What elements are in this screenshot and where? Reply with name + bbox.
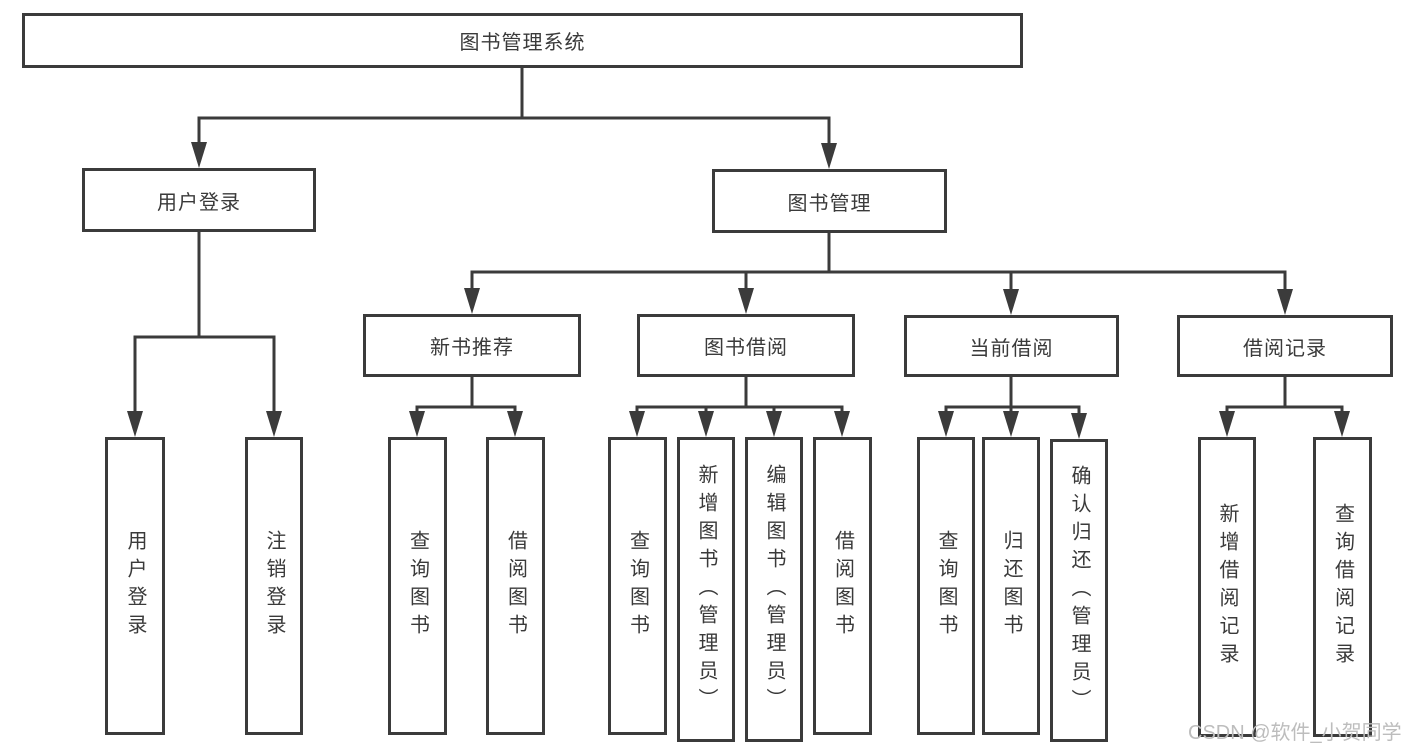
node-label: 当前借阅 xyxy=(969,337,1054,360)
leaf-logout: 注销登录 xyxy=(245,437,303,735)
edge-book-management-to-groups xyxy=(464,231,1293,315)
node-user-login-branch: 用户登录 xyxy=(82,168,316,232)
edge-current-borrow-to-leaves xyxy=(938,375,1087,439)
node-new-book-recommend: 新书推荐 xyxy=(363,314,581,377)
arrowhead xyxy=(821,143,837,169)
node-label: 借阅图书 xyxy=(504,530,527,642)
node-label: 借阅记录 xyxy=(1243,337,1327,360)
leaf-borrow-add-books-admin: 新增图书（管理员） xyxy=(677,437,735,742)
arrowhead xyxy=(629,411,645,437)
node-label: 确认归还（管理员） xyxy=(1068,464,1090,717)
node-label: 查询图书 xyxy=(406,530,429,642)
leaf-current-return-books: 归还图书 xyxy=(982,437,1040,735)
arrowhead xyxy=(266,411,282,437)
arrowhead xyxy=(127,411,143,437)
arrowhead xyxy=(766,411,782,437)
edge-book-borrow-to-leaves xyxy=(629,375,850,437)
arrowhead xyxy=(1071,413,1087,439)
node-label: 编辑图书（管理员） xyxy=(763,463,785,716)
leaf-recommend-borrow-books: 借阅图书 xyxy=(486,437,545,735)
leaf-records-add-record: 新增借阅记录 xyxy=(1198,437,1256,737)
leaf-records-query-record: 查询借阅记录 xyxy=(1313,437,1372,737)
edge-new-book-recommend-to-leaves xyxy=(409,375,523,437)
node-book-borrow: 图书借阅 xyxy=(637,314,855,377)
arrowhead xyxy=(1277,289,1293,315)
leaf-current-confirm-return-admin: 确认归还（管理员） xyxy=(1050,439,1108,742)
arrowhead xyxy=(1003,411,1019,437)
leaf-user-login: 用户登录 xyxy=(105,437,165,735)
edge-root-to-level2 xyxy=(191,66,837,169)
node-label: 新书推荐 xyxy=(430,337,514,359)
arrowhead xyxy=(464,288,480,314)
edge-borrow-records-to-leaves xyxy=(1219,375,1350,437)
leaf-borrow-query-books: 查询图书 xyxy=(608,437,667,735)
node-label: 新增图书（管理员） xyxy=(695,463,717,716)
arrowhead xyxy=(1003,289,1019,315)
arrowhead xyxy=(1334,411,1350,437)
csdn-watermark: CSDN @软件_小贺同学 xyxy=(1188,722,1402,744)
arrowhead xyxy=(698,411,714,437)
arrowhead xyxy=(191,142,207,168)
node-label: 借阅图书 xyxy=(831,530,854,642)
node-label: 新增借阅记录 xyxy=(1216,503,1238,671)
node-label: 图书借阅 xyxy=(704,337,788,359)
arrowhead xyxy=(834,411,850,437)
node-borrow-records: 借阅记录 xyxy=(1177,315,1393,377)
node-book-management: 图书管理 xyxy=(712,169,947,233)
edge-user-login-to-leaves xyxy=(127,230,282,437)
leaf-borrow-borrow-books: 借阅图书 xyxy=(813,437,872,735)
arrowhead xyxy=(507,411,523,437)
arrowhead xyxy=(409,411,425,437)
node-label: 注销登录 xyxy=(263,530,285,642)
node-label: 用户登录 xyxy=(124,530,146,642)
leaf-borrow-edit-books-admin: 编辑图书（管理员） xyxy=(745,437,803,742)
arrowhead xyxy=(1219,411,1235,437)
node-system-root: 图书管理系统 xyxy=(22,13,1023,68)
node-label: 归还图书 xyxy=(1000,530,1022,642)
arrowhead xyxy=(938,411,954,437)
node-label: 图书管理系统 xyxy=(459,32,586,54)
node-label: 查询图书 xyxy=(626,530,649,642)
node-label: 查询借阅记录 xyxy=(1331,503,1354,671)
leaf-recommend-query-books: 查询图书 xyxy=(388,437,447,735)
node-label: 查询图书 xyxy=(935,530,957,642)
node-current-borrow: 当前借阅 xyxy=(904,315,1119,377)
leaf-current-query-books: 查询图书 xyxy=(917,437,975,735)
arrowhead xyxy=(738,288,754,314)
node-label: 图书管理 xyxy=(787,192,872,215)
node-label: 用户登录 xyxy=(157,191,241,214)
